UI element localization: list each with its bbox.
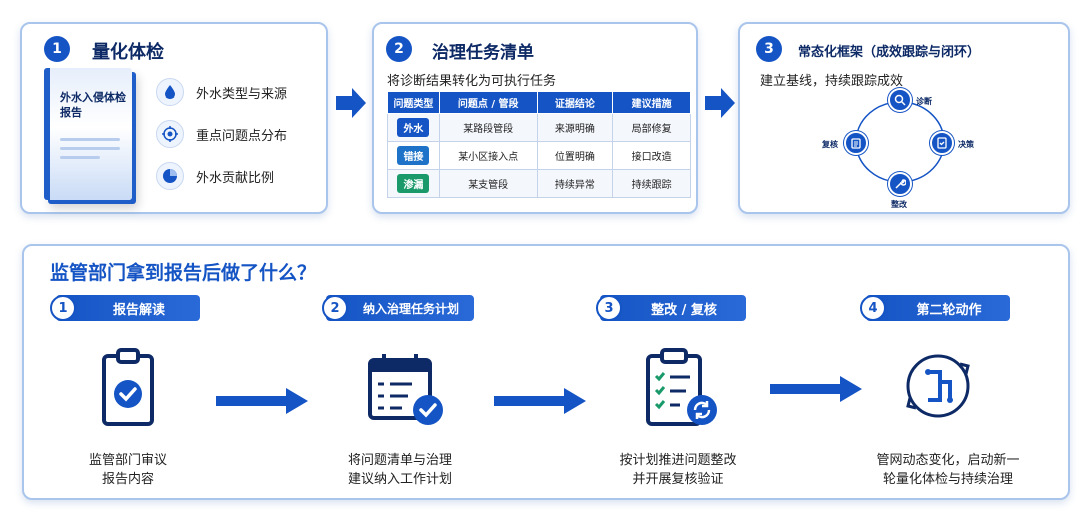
cycle-node-decide xyxy=(930,131,954,155)
step-label: 纳入治理任务计划 xyxy=(362,301,459,316)
book-lines xyxy=(60,138,120,165)
step-number: 3 xyxy=(596,295,622,321)
cycle-node-review xyxy=(844,131,868,155)
step-label: 报告解读 xyxy=(112,302,165,318)
step-banner-2: 纳入治理任务计划 xyxy=(326,295,474,321)
problem-tag: 渗漏 xyxy=(397,174,430,193)
checklist-refresh-icon xyxy=(646,348,717,426)
card3-title: 常态化框架（成效跟踪与闭环） xyxy=(798,45,981,60)
cycle-node-diagnose xyxy=(888,88,912,112)
feature-label: 外水类型与来源 xyxy=(196,86,288,102)
table-cell: 错接 xyxy=(387,141,440,170)
table-cell: 局部修复 xyxy=(612,113,691,142)
water-drop-icon xyxy=(156,78,184,106)
report-book: 外水入侵体检报告 xyxy=(44,68,132,200)
header-problem-type: 问题类型 xyxy=(387,91,440,114)
pipe-cycle-icon xyxy=(906,354,970,418)
cycle-label-review: 复核 xyxy=(822,140,838,149)
card2-subtitle: 将诊断结果转化为可执行任务 xyxy=(387,74,557,89)
table-cell: 某支管段 xyxy=(438,169,538,198)
header-evidence: 证据结论 xyxy=(536,91,614,114)
step-label: 第二轮动作 xyxy=(916,302,982,318)
card2-title: 治理任务清单 xyxy=(432,43,534,63)
table-cell: 位置明确 xyxy=(536,141,614,170)
calendar-checklist-icon xyxy=(368,354,443,425)
card1-title: 量化体检 xyxy=(92,42,164,63)
arrow-right-icon xyxy=(494,388,586,414)
step-description: 监管部门审议 报告内容 xyxy=(88,453,167,487)
arrow-right-icon xyxy=(770,376,862,402)
card3-number: 3 xyxy=(756,36,782,62)
feature-item-contribution: 外水贡献比例 xyxy=(156,162,274,190)
book-title: 外水入侵体检报告 xyxy=(60,91,126,119)
step-description: 将问题清单与治理 建议纳入工作计划 xyxy=(347,453,452,487)
arrow-right-icon xyxy=(336,88,366,118)
problem-tag: 错接 xyxy=(397,146,430,165)
magnifier-icon xyxy=(894,94,906,106)
cycle-label-decide: 决策 xyxy=(958,140,974,149)
feature-item-problem-points: 重点问题点分布 xyxy=(156,120,287,148)
task-table-header: 问题类型 问题点 / 管段 证据结论 建议措施 xyxy=(387,91,691,114)
step-label: 整改 / 复核 xyxy=(651,302,717,318)
problem-tag: 外水 xyxy=(397,118,430,137)
step-banner-3: 整改 / 复核 xyxy=(600,295,746,321)
step-description: 按计划推进问题整改 并开展复核验证 xyxy=(619,453,737,487)
feature-item-water-type: 外水类型与来源 xyxy=(156,78,287,106)
table-cell: 持续异常 xyxy=(536,169,614,198)
regulator-actions-title: 监管部门拿到报告后做了什么？ xyxy=(50,262,317,284)
cycle-label-rectify: 整改 xyxy=(891,200,907,209)
arrow-right-icon xyxy=(216,388,308,414)
feature-label: 外水贡献比例 xyxy=(196,170,275,186)
clipboard-check-icon xyxy=(102,348,154,426)
pie-chart-icon xyxy=(156,162,184,190)
table-row: 外水 某路段管段 来源明确 局部修复 xyxy=(387,113,691,142)
clipboard-icon xyxy=(851,138,861,149)
step-banner-1: 报告解读 xyxy=(56,295,200,321)
step-number: 1 xyxy=(50,295,76,321)
card1-number: 1 xyxy=(44,36,70,62)
table-row: 错接 某小区接入点 位置明确 接口改造 xyxy=(387,141,691,170)
step-banner-4: 第二轮动作 xyxy=(866,295,1010,321)
header-point: 问题点 / 管段 xyxy=(438,91,538,114)
arrow-right-icon xyxy=(705,88,735,118)
table-cell: 持续跟踪 xyxy=(612,169,691,198)
table-cell: 某路段管段 xyxy=(438,113,538,142)
table-row: 渗漏 某支管段 持续异常 持续跟踪 xyxy=(387,169,691,198)
target-icon xyxy=(156,120,184,148)
regulator-actions-panel xyxy=(22,244,1070,500)
cycle-label-diagnose: 诊断 xyxy=(916,97,932,106)
task-table: 问题类型 问题点 / 管段 证据结论 建议措施 外水 某路段管段 来源明确 局部… xyxy=(387,91,691,198)
step-description: 管网动态变化，启动新一 轮量化体检与持续治理 xyxy=(876,453,1020,487)
wrench-icon xyxy=(895,179,906,189)
table-cell: 渗漏 xyxy=(387,169,440,198)
table-cell: 某小区接入点 xyxy=(438,141,538,170)
step-number: 4 xyxy=(860,295,886,321)
feature-label: 重点问题点分布 xyxy=(196,128,288,144)
cycle-node-rectify xyxy=(888,172,912,196)
document-check-icon xyxy=(937,137,947,149)
header-action: 建议措施 xyxy=(612,91,691,114)
card2-number: 2 xyxy=(386,36,412,62)
step-number: 2 xyxy=(322,295,348,321)
table-cell: 接口改造 xyxy=(612,141,691,170)
card3-subtitle: 建立基线，持续跟踪成效 xyxy=(760,74,904,89)
table-cell: 来源明确 xyxy=(536,113,614,142)
table-cell: 外水 xyxy=(387,113,440,142)
